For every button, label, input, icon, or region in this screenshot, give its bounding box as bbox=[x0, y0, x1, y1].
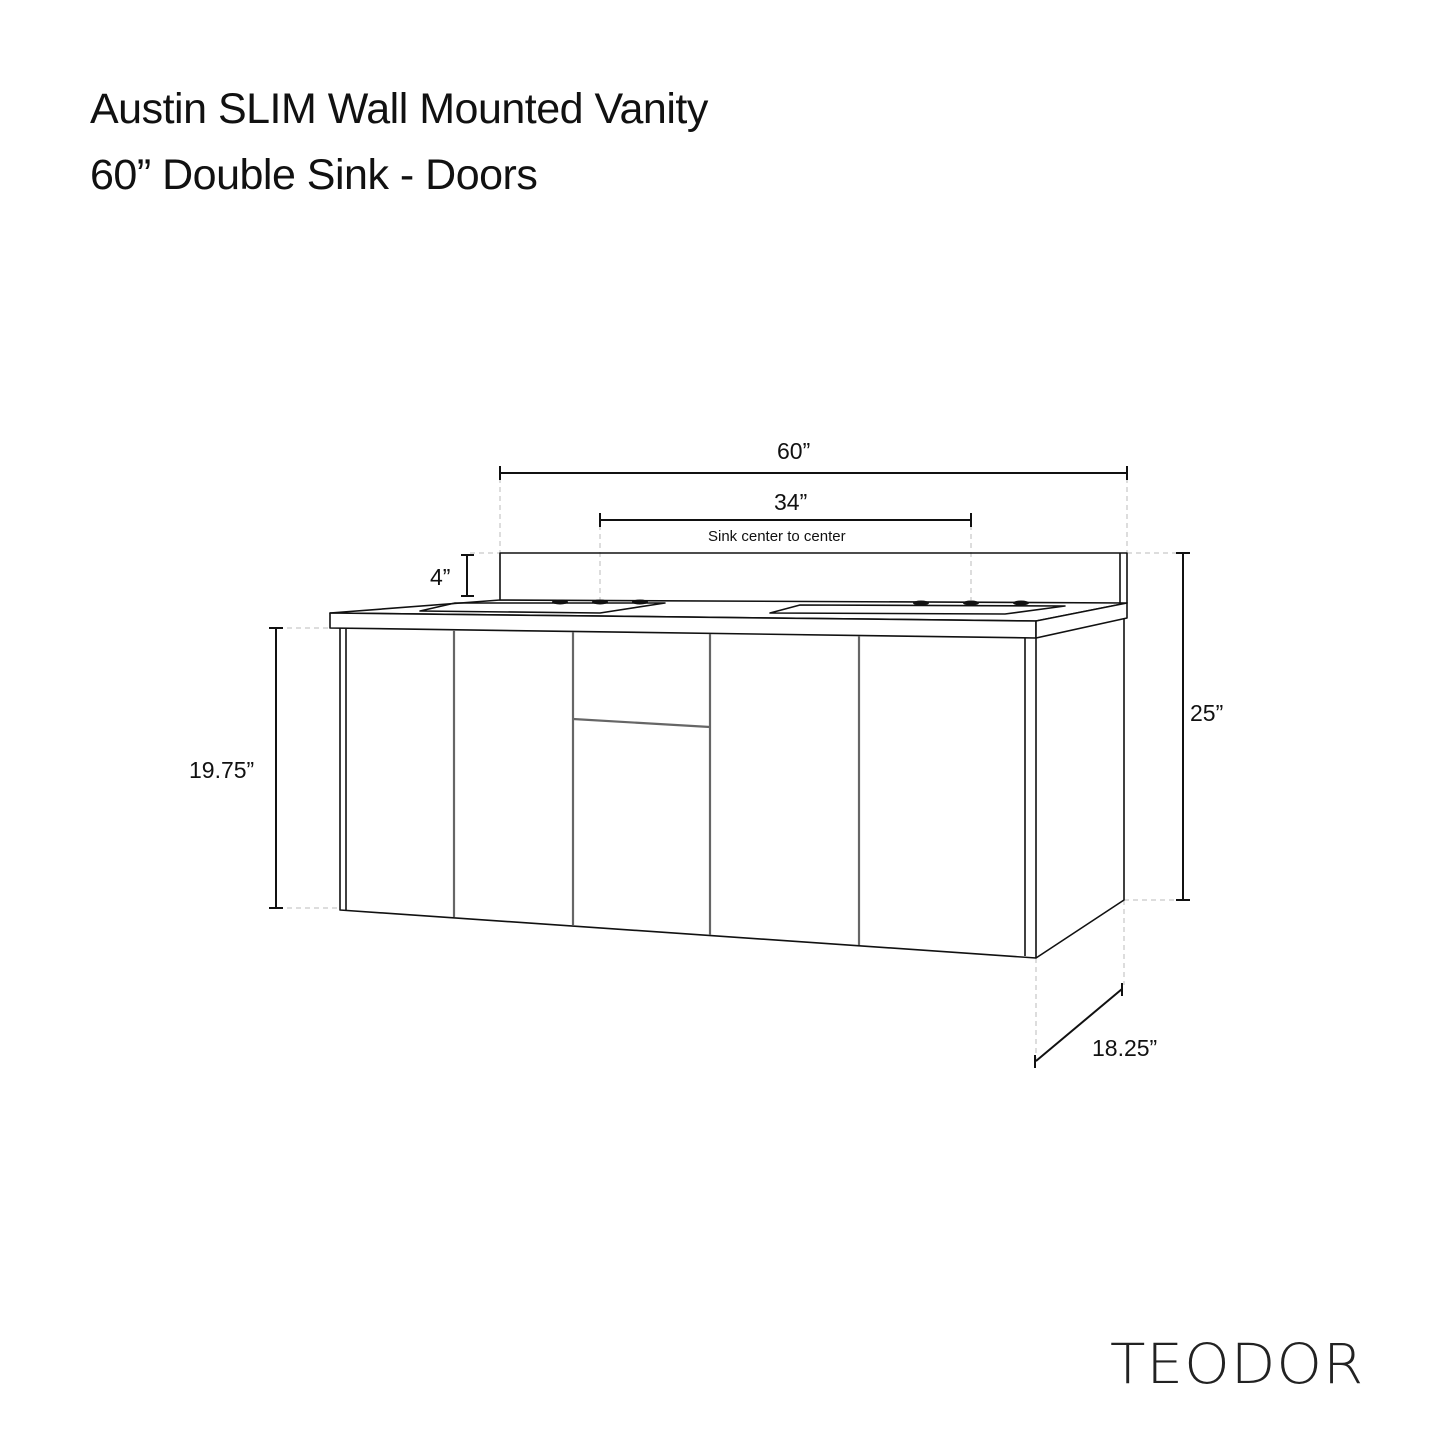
sink-left bbox=[419, 602, 666, 614]
countertop-front bbox=[329, 612, 1037, 639]
cabinet-side bbox=[1035, 618, 1125, 959]
door-lines bbox=[452, 630, 861, 945]
backsplash bbox=[499, 552, 1128, 603]
sink-center-caption: Sink center to center bbox=[708, 528, 846, 545]
dimension-backsplash-height: 4” bbox=[430, 564, 451, 590]
vanity-outline bbox=[329, 552, 1128, 959]
faucet-holes bbox=[552, 599, 1029, 606]
brand-logo: TEODOR bbox=[1110, 1331, 1365, 1397]
countertop-side bbox=[1035, 602, 1128, 639]
dimension-depth: 18.25” bbox=[1092, 1035, 1158, 1061]
dimension-total-height: 25” bbox=[1190, 700, 1224, 726]
dimension-overall-width: 60” bbox=[777, 438, 811, 464]
sink-right bbox=[769, 604, 1066, 615]
product-subtitle: 60” Double Sink - Doors bbox=[90, 151, 538, 199]
guide-lines bbox=[278, 478, 1185, 1065]
dimension-lines bbox=[269, 466, 1190, 1068]
product-title: Austin SLIM Wall Mounted Vanity bbox=[90, 85, 708, 133]
cabinet-front bbox=[339, 628, 1037, 959]
dimension-cabinet-height: 19.75” bbox=[189, 757, 255, 783]
dimension-sink-center: 34” bbox=[774, 489, 808, 515]
